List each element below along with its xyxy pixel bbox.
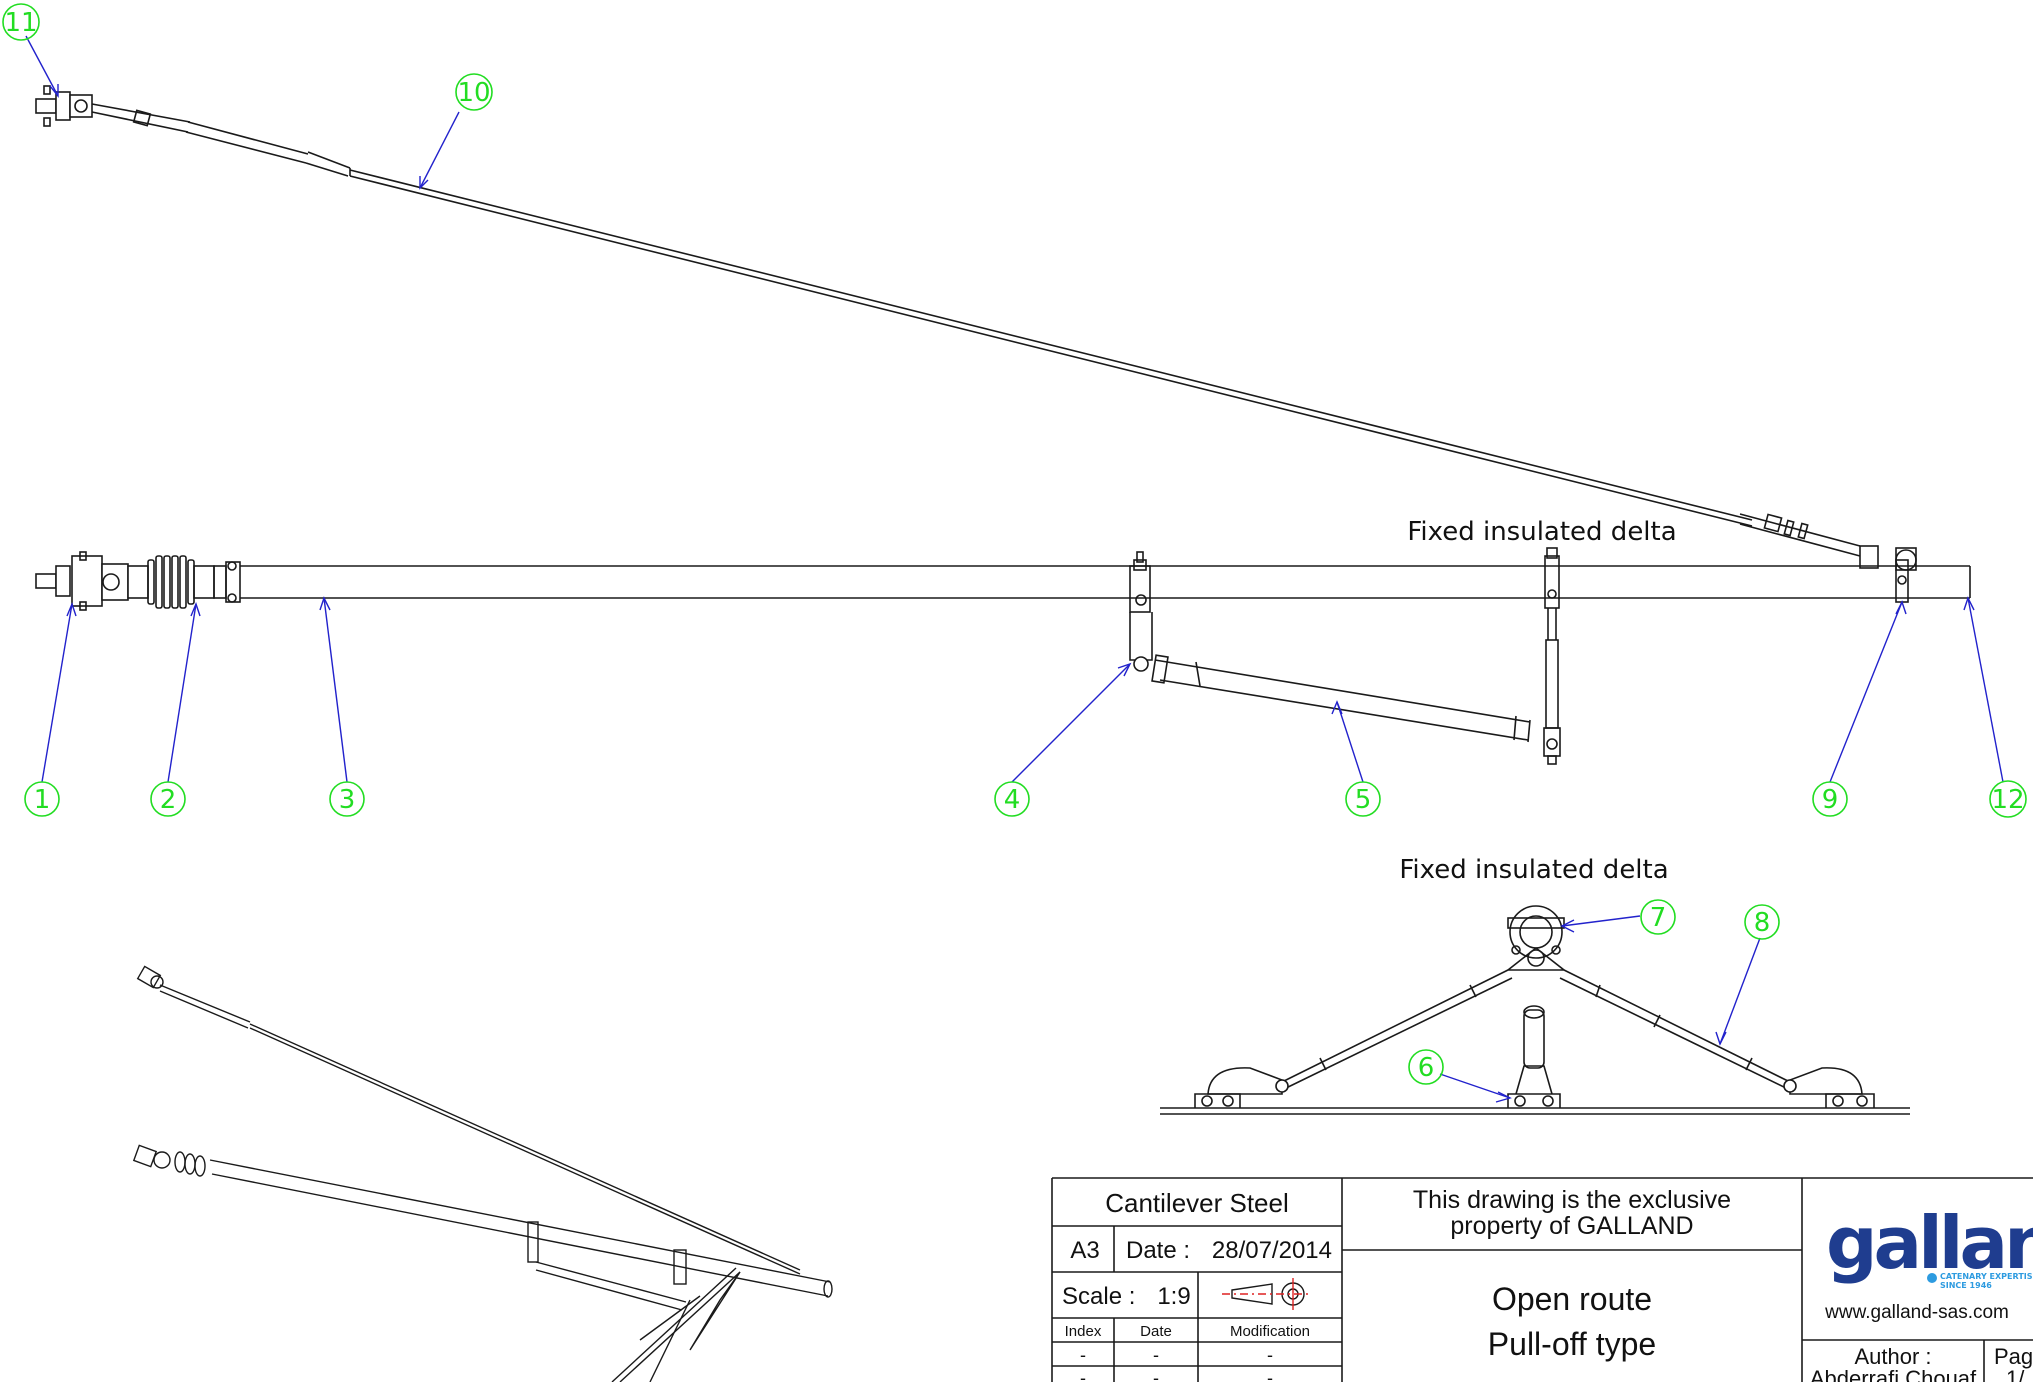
delta-detail-view <box>1160 905 1910 1115</box>
website: www.galland-sas.com <box>1824 1302 2009 1323</box>
svg-text:8: 8 <box>1754 908 1771 938</box>
balloon-1: 1 <box>24 781 60 817</box>
leader-lines <box>25 35 2004 1103</box>
part-balloons: 11 10 1 2 3 4 5 9 <box>2 3 2027 1085</box>
svg-text:7: 7 <box>1650 903 1667 933</box>
detail-label-fixed-insulated-delta: Fixed insulated delta <box>1399 855 1668 885</box>
isometric-view <box>132 965 833 1382</box>
rev-header-modification: Modification <box>1230 1323 1310 1340</box>
rev-cell: - <box>1080 1368 1086 1382</box>
section-label-fixed-insulated-delta: Fixed insulated delta <box>1407 517 1676 547</box>
logo-wordmark: galland <box>1826 1201 2033 1285</box>
projection-symbol-icon <box>1222 1278 1312 1310</box>
sheet-size: A3 <box>1070 1237 1099 1264</box>
property-notice-line-1: This drawing is the exclusive <box>1413 1186 1731 1214</box>
author-label: Author : <box>1854 1344 1931 1369</box>
logo-globe-icon <box>1927 1273 1937 1283</box>
balloon-11: 11 <box>2 3 40 41</box>
svg-text:9: 9 <box>1822 785 1839 815</box>
subject-line-1: Open route <box>1492 1281 1652 1317</box>
svg-text:10: 10 <box>457 78 490 108</box>
svg-text:5: 5 <box>1355 785 1372 815</box>
date-label: Date : <box>1126 1237 1190 1264</box>
page-value: 1/ <box>2006 1366 2025 1382</box>
balloon-4: 4 <box>994 781 1030 817</box>
balloon-2: 2 <box>150 781 186 817</box>
balloon-5: 5 <box>1345 781 1381 817</box>
balloon-10: 10 <box>455 73 493 111</box>
svg-text:4: 4 <box>1004 785 1021 815</box>
svg-text:3: 3 <box>339 785 356 815</box>
galland-logo: galland CATENARY EXPERTISE SINCE 1946 <box>1826 1201 2033 1290</box>
author-name: Abderrafi Chouaf <box>1810 1366 1977 1382</box>
balloon-7: 7 <box>1640 899 1676 935</box>
balloon-8: 8 <box>1744 904 1780 940</box>
svg-text:2: 2 <box>160 785 177 815</box>
drawing-title: Cantilever Steel <box>1105 1188 1289 1218</box>
svg-text:1: 1 <box>34 785 51 815</box>
svg-text:6: 6 <box>1418 1053 1435 1083</box>
title-block-text: Cantilever Steel A3 Date : 28/07/2014 Sc… <box>1062 1186 2033 1382</box>
balloon-9: 9 <box>1812 781 1848 817</box>
stay-wire-assembly <box>35 85 1917 571</box>
balloon-6: 6 <box>1408 1049 1444 1085</box>
subject-line-2: Pull-off type <box>1488 1326 1656 1362</box>
rev-cell: - <box>1267 1368 1273 1382</box>
rev-cell: - <box>1153 1368 1159 1382</box>
property-notice-line-2: property of GALLAND <box>1450 1212 1693 1240</box>
title-block <box>1051 1177 2033 1382</box>
logo-tagline-2: SINCE 1946 <box>1940 1281 1992 1290</box>
date-value: 28/07/2014 <box>1212 1237 1332 1264</box>
scale-label: Scale : <box>1062 1283 1135 1310</box>
logo-tagline-1: CATENARY EXPERTISE <box>1940 1272 2033 1281</box>
rev-header-date: Date <box>1140 1323 1172 1340</box>
cantilever-tube-assembly <box>35 547 1971 765</box>
rev-cell: - <box>1267 1345 1273 1365</box>
balloon-3: 3 <box>329 781 365 817</box>
balloon-12: 12 <box>1989 780 2027 818</box>
rev-cell: - <box>1080 1345 1086 1365</box>
rev-cell: - <box>1153 1345 1159 1365</box>
svg-text:12: 12 <box>1991 785 2024 815</box>
scale-value: 1:9 <box>1157 1283 1190 1310</box>
rev-header-index: Index <box>1065 1323 1102 1340</box>
page-label: Pag <box>1994 1344 2033 1369</box>
svg-text:11: 11 <box>4 8 37 38</box>
